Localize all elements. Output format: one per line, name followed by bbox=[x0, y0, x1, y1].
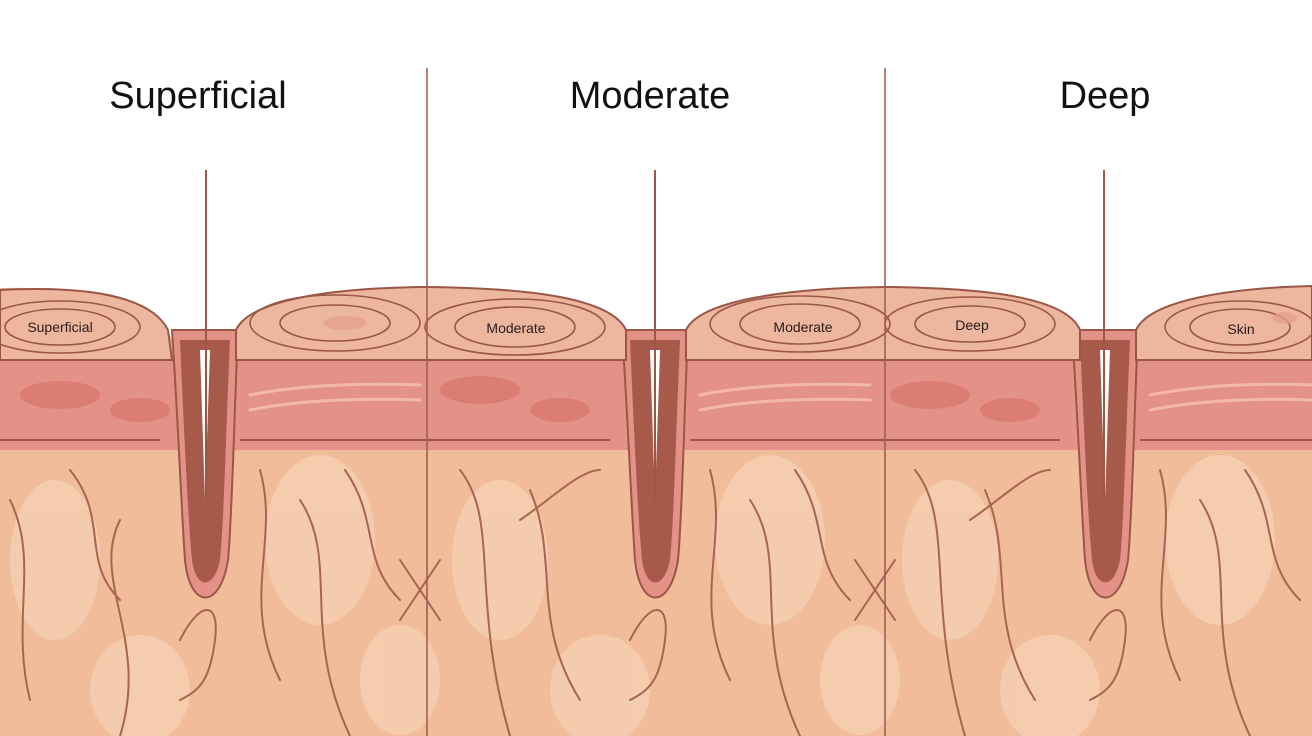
heading-deep: Deep bbox=[1060, 75, 1151, 117]
layer-label-moderate-2: Moderate bbox=[773, 319, 832, 335]
section-dividers bbox=[426, 68, 886, 736]
layer-label-moderate-1: Moderate bbox=[486, 320, 545, 336]
layer-label-skin: Skin bbox=[1227, 321, 1254, 337]
heading-superficial: Superficial bbox=[109, 75, 286, 117]
layer-label-superficial: Superficial bbox=[27, 319, 92, 335]
layer-label-deep: Deep bbox=[955, 317, 989, 333]
heading-moderate: Moderate bbox=[570, 75, 731, 117]
pointer-lines bbox=[205, 170, 1105, 500]
epidermis-layer bbox=[0, 284, 1312, 361]
